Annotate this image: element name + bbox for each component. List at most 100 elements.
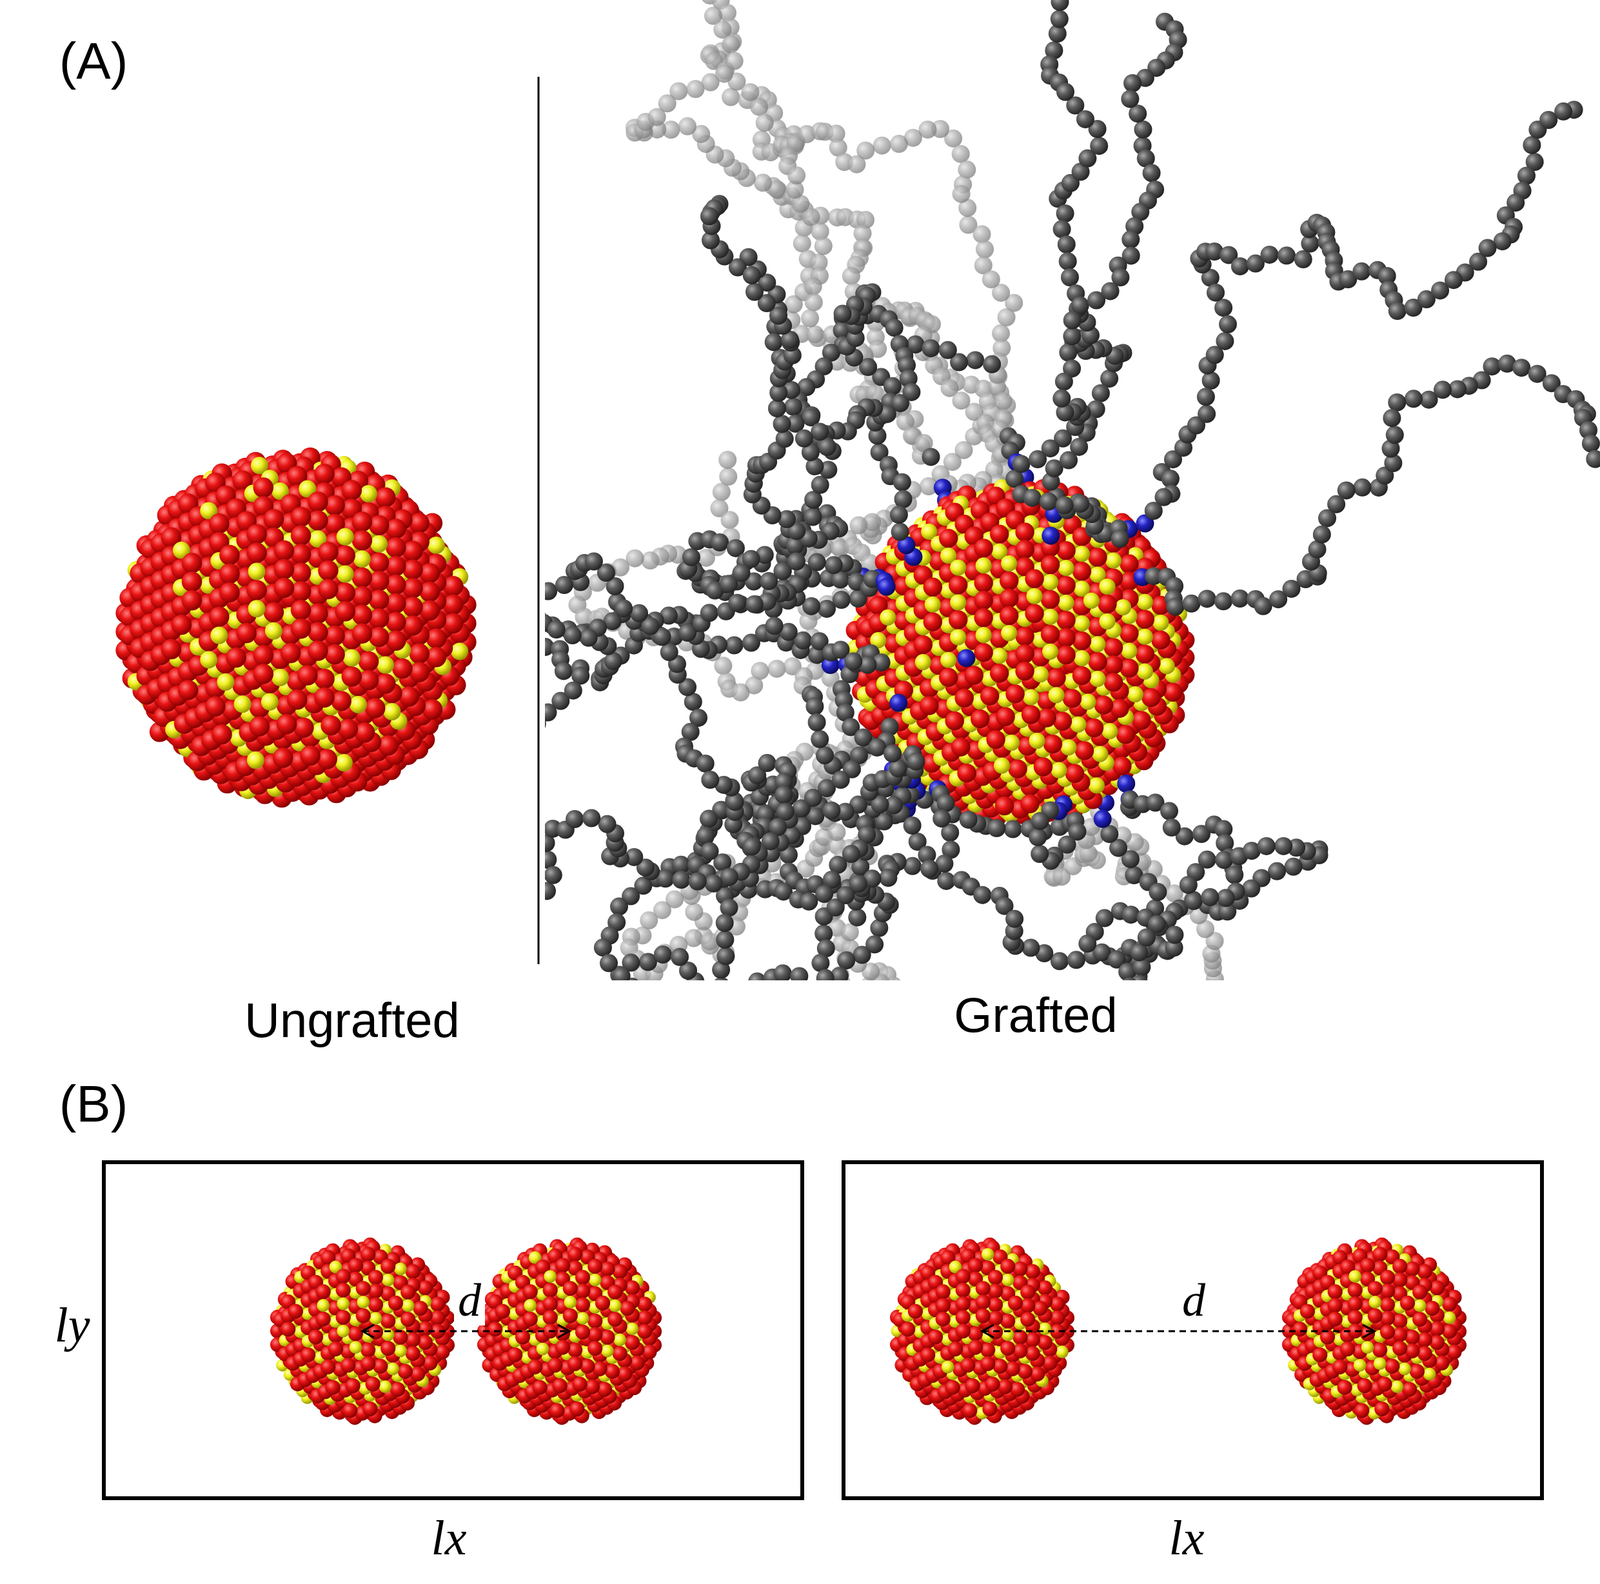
red-bead [280,642,302,664]
red-bead [419,600,440,622]
red-bead [334,601,356,622]
red-bead [290,562,312,583]
red-bead [290,618,312,640]
red-bead [368,626,390,648]
red-bead [253,663,275,685]
red-bead [181,552,203,574]
polymer-bead [889,134,909,153]
red-bead [352,604,373,626]
polymer-bead [814,236,833,255]
polymer-bead [806,325,825,344]
red-bead [324,625,346,647]
red-bead [365,697,386,719]
red-bead [219,563,240,585]
red-bead [276,713,298,735]
red-bead [408,661,430,683]
polymer-bead [1184,1021,1203,1040]
red-bead [208,606,230,627]
red-bead [368,589,390,611]
polymer-bead [718,450,737,469]
polymer-bead [653,900,672,919]
red-bead [320,715,342,736]
red-bead [290,525,312,547]
red-bead [290,599,312,621]
red-bead [307,603,329,625]
red-bead [443,613,464,634]
red-bead [225,647,247,669]
polymer-bead [1200,1111,1219,1130]
red-bead [358,670,380,691]
polymer-bead [804,293,823,312]
red-bead [385,630,407,652]
red-bead [368,552,390,573]
red-bead [297,664,318,686]
red-bead [402,559,424,580]
red-bead [316,748,338,770]
polymer-bead [804,277,823,296]
ungrafted-particle [115,447,476,809]
polymer-bead [997,308,1016,327]
polymer-bead [842,266,861,286]
red-bead [246,542,267,563]
polymer-bead [1178,1037,1197,1056]
red-bead [274,559,295,580]
red-bead [307,491,329,513]
yellow-bead [271,668,289,687]
red-bead [377,735,399,756]
polymer-bead [720,510,740,529]
red-bead [398,686,420,707]
red-bead [246,523,267,545]
polymer-bead [982,270,1001,289]
red-bead [290,581,312,602]
red-bead [272,747,294,769]
yellow-bead [376,656,395,674]
red-bead [307,640,329,662]
polymer-bead [973,225,992,244]
yellow-bead [343,649,361,667]
red-bead [246,579,267,601]
red-bead [219,582,240,603]
yellow-bead [216,673,235,691]
polymer-bead [975,240,994,259]
red-bead [341,479,363,501]
red-bead [426,628,447,649]
red-bead [402,577,424,599]
red-bead [402,541,424,562]
polymer-bead [626,549,645,568]
yellow-bead [427,536,445,554]
yellow-bead [349,695,367,714]
polymer-bead [1198,990,1217,1009]
polymer-bead [873,136,892,155]
yellow-bead [450,642,469,660]
polymer-bead [678,117,697,136]
polymer-bead [800,309,820,328]
polymer-bead [951,145,970,164]
red-bead [392,658,413,680]
polymer-bead [740,83,760,102]
red-bead [352,586,373,607]
red-bead [324,644,346,665]
red-bead [253,477,275,498]
yellow-bead [199,651,218,669]
red-bead [253,644,275,666]
polymer-bead [787,166,806,185]
polymer-bead [1216,1104,1235,1123]
polymer-bead [1200,1088,1219,1107]
polymer-bead [1211,1110,1230,1129]
red-bead [368,570,390,592]
red-bead [352,567,373,589]
red-bead [314,463,335,485]
red-bead [236,622,257,644]
red-bead [426,646,447,668]
polymer-bead [721,88,740,107]
polymer-bead [1169,1065,1188,1084]
red-bead [408,643,430,665]
red-bead [354,722,376,743]
red-bead [330,690,352,712]
yellow-bead [336,528,355,546]
red-bead [263,508,285,530]
red-bead [290,543,312,565]
polymer-bead [827,822,846,841]
red-bead [208,513,230,534]
red-bead [317,541,339,563]
